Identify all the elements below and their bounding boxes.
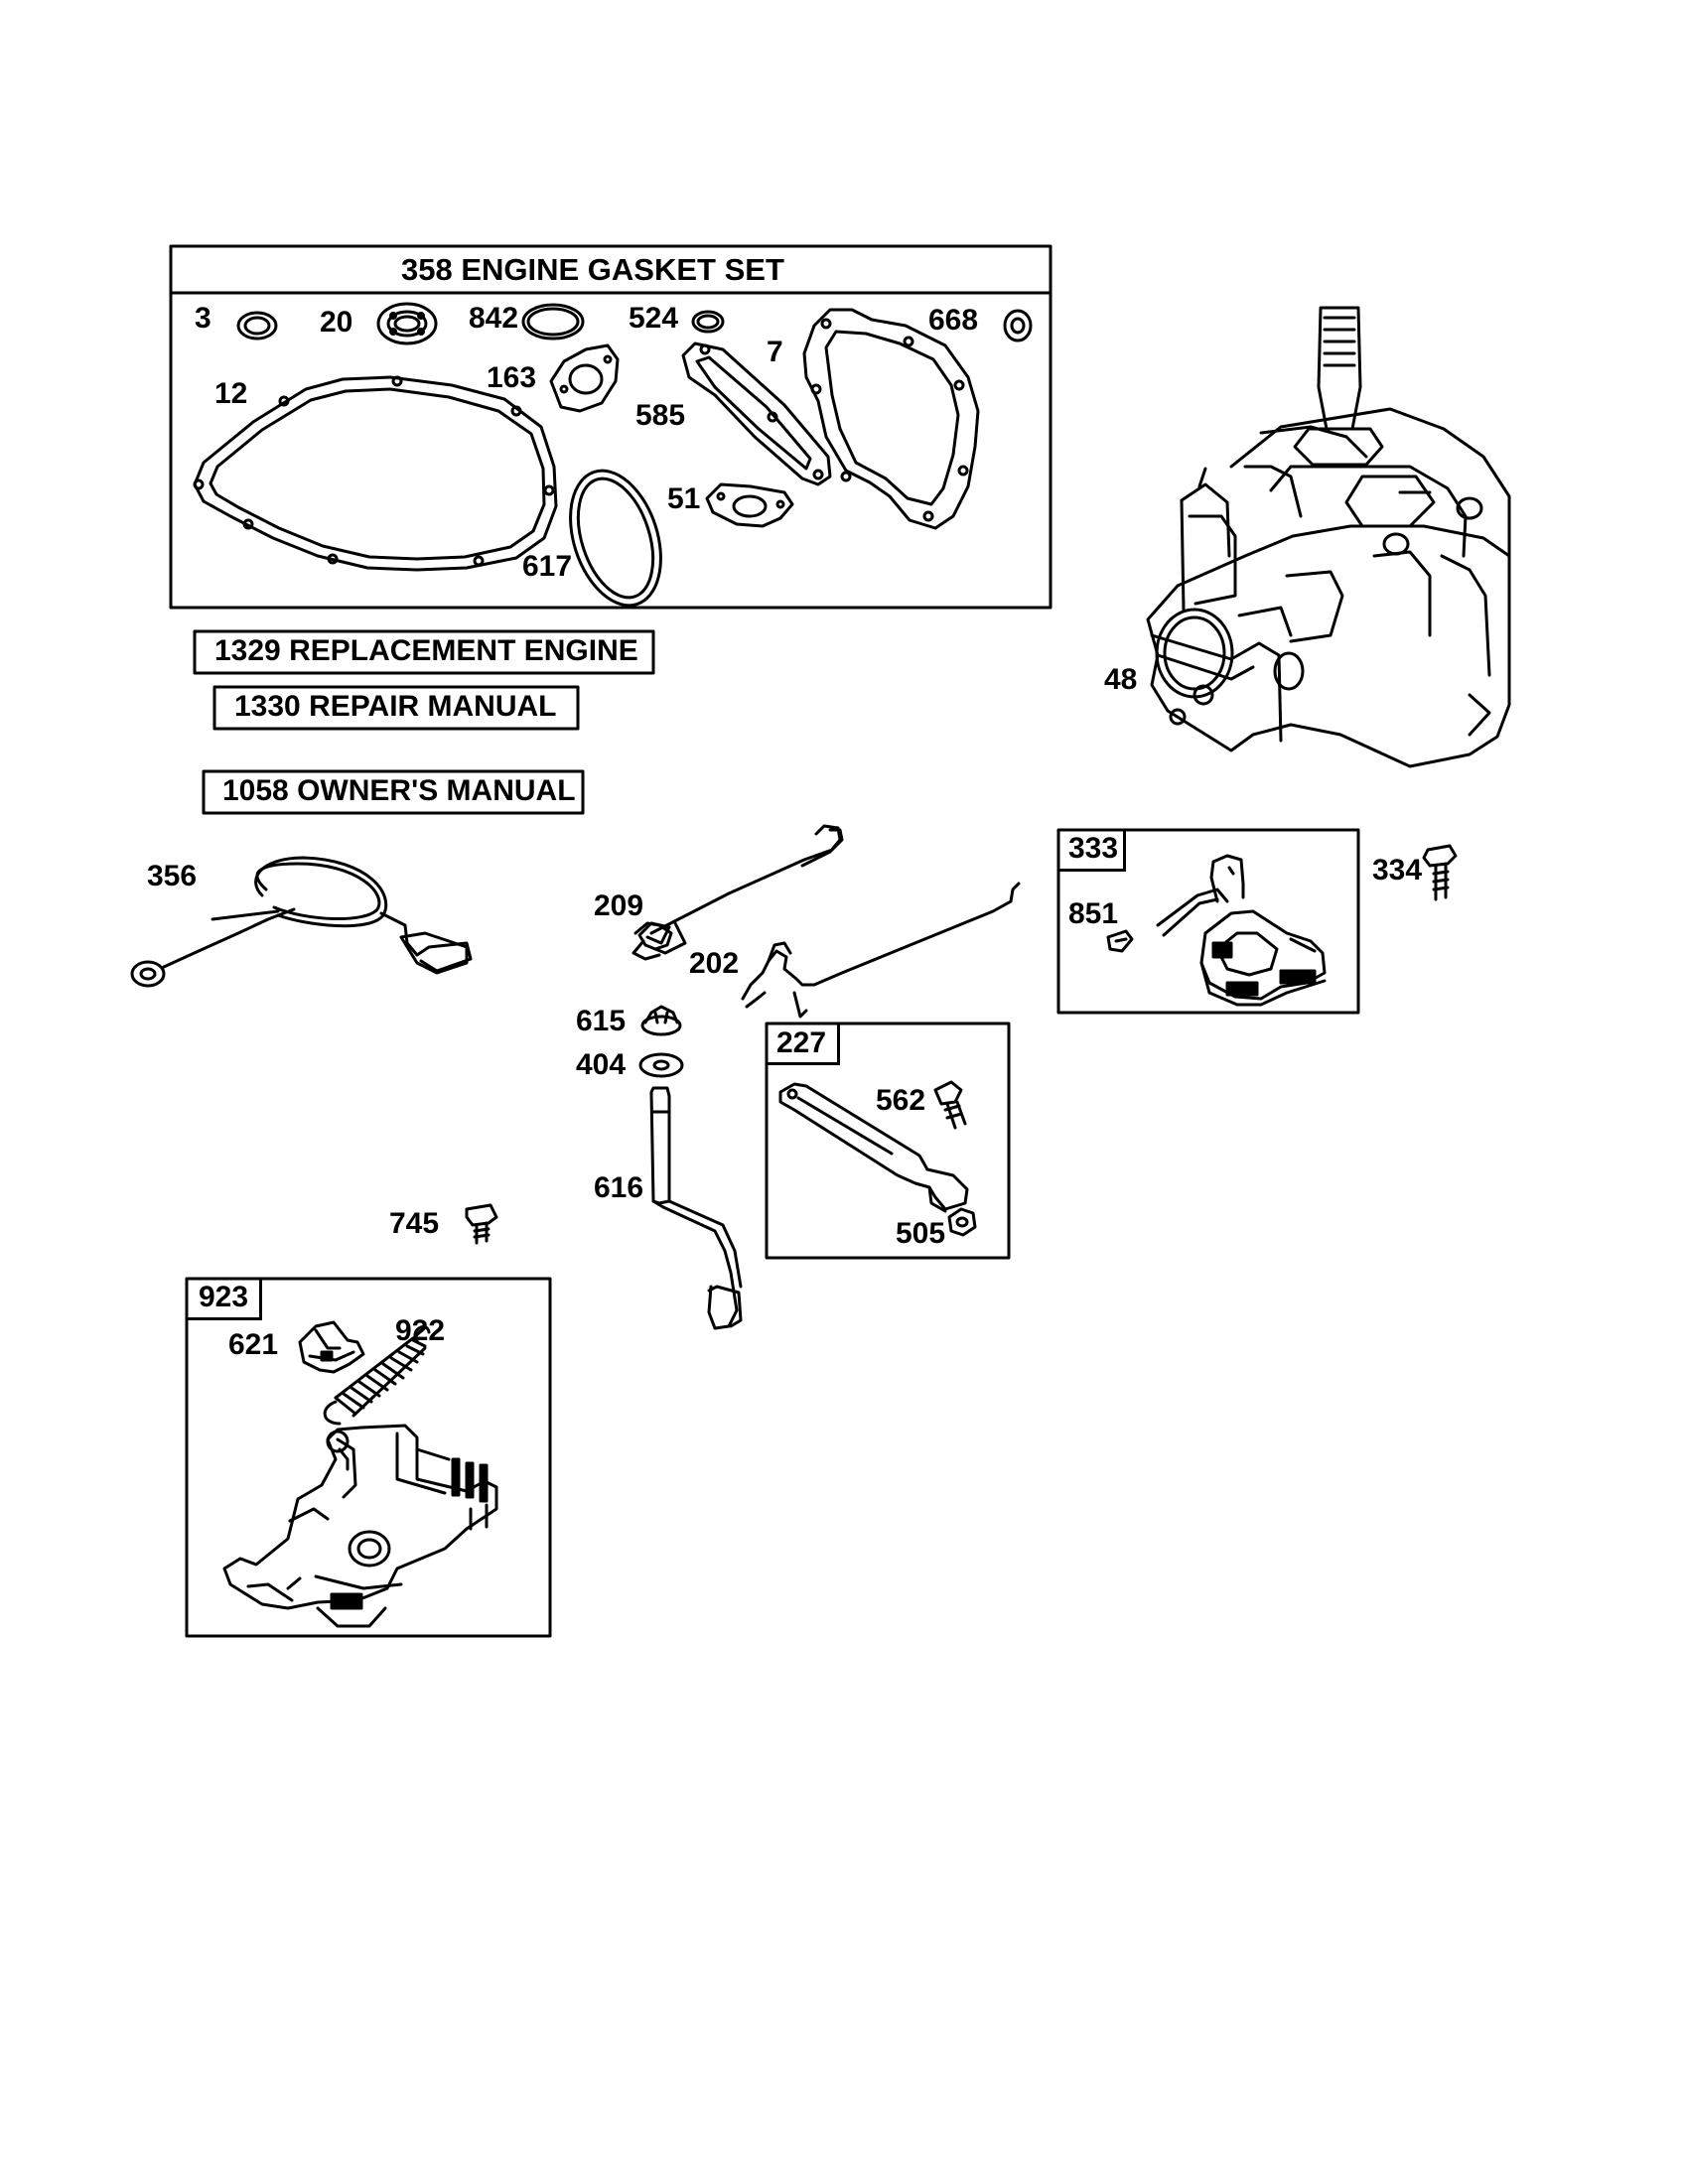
part-48-engine-block-drawing <box>1146 306 1511 768</box>
part-12-crankcase-gasket-drawing <box>193 375 558 572</box>
part-label-922: 922 <box>395 1314 446 1347</box>
part-524-o-ring-drawing <box>691 310 725 334</box>
part-333-ignition-coil-drawing <box>1156 854 1327 1007</box>
box-923-id: 923 <box>199 1281 249 1313</box>
part-404-washer-drawing <box>638 1052 684 1078</box>
part-922-spring-drawing <box>323 1325 431 1426</box>
part-585-gasket-drawing <box>681 341 832 486</box>
part-label-12: 12 <box>214 377 248 410</box>
part-621-clip-drawing <box>298 1320 365 1374</box>
box-227-frame <box>765 1022 1011 1260</box>
part-617-ring-drawing <box>569 469 662 608</box>
part-label-585: 585 <box>635 399 686 432</box>
part-227-control-bracket-drawing <box>778 1082 969 1213</box>
box-923-frame <box>185 1277 552 1638</box>
part-label-48: 48 <box>1104 663 1138 696</box>
part-668-washer-drawing <box>1003 309 1033 342</box>
part-label-621: 621 <box>228 1328 279 1361</box>
part-202-throttle-link-drawing <box>741 882 1021 1019</box>
part-label-209: 209 <box>594 889 644 922</box>
box-227-id: 227 <box>776 1026 827 1059</box>
part-label-356: 356 <box>147 860 198 892</box>
replacement-engine-tag: 1329 REPLACEMENT ENGINE <box>214 634 638 667</box>
part-label-202: 202 <box>689 947 740 980</box>
part-label-842: 842 <box>469 302 519 335</box>
part-842-o-ring-drawing <box>521 303 585 341</box>
part-3-ring-drawing <box>236 311 278 341</box>
gasket-set-title: 358 ENGINE GASKET SET <box>401 252 784 287</box>
part-209-governor-link-drawing <box>632 824 844 961</box>
part-label-616: 616 <box>594 1171 644 1204</box>
part-label-163: 163 <box>487 361 537 394</box>
part-label-851: 851 <box>1068 897 1119 930</box>
box-923-id-cell <box>187 1279 262 1320</box>
part-615-retainer-drawing <box>640 1005 682 1036</box>
part-label-745: 745 <box>389 1207 440 1240</box>
part-label-617: 617 <box>522 550 573 583</box>
part-label-7: 7 <box>767 336 783 368</box>
part-616-governor-crank-drawing <box>649 1086 743 1330</box>
part-923-governor-control-drawing <box>222 1424 498 1628</box>
part-label-524: 524 <box>629 302 679 335</box>
owners-manual-tag-frame <box>202 769 585 815</box>
part-label-404: 404 <box>576 1048 627 1081</box>
box-333-frame <box>1056 828 1360 1015</box>
owners-manual-tag: 1058 OWNER'S MANUAL <box>222 774 576 807</box>
replacement-engine-tag-frame <box>193 629 655 675</box>
part-label-334: 334 <box>1372 854 1423 887</box>
part-label-668: 668 <box>928 304 979 337</box>
part-label-615: 615 <box>576 1005 627 1037</box>
box-227-id-cell <box>767 1024 840 1065</box>
part-163-gasket-drawing <box>549 343 620 413</box>
box-333-id: 333 <box>1068 832 1119 865</box>
part-label-562: 562 <box>876 1084 926 1117</box>
part-562-screw-drawing <box>933 1080 967 1130</box>
gasket-set-frame <box>169 244 1052 610</box>
part-label-3: 3 <box>195 302 211 335</box>
part-51-gasket-drawing <box>705 482 794 528</box>
part-label-51: 51 <box>667 482 701 515</box>
part-356-ground-wire-drawing <box>130 856 473 988</box>
part-20-oil-seal-drawing <box>376 302 438 345</box>
repair-manual-tag-frame <box>212 685 580 731</box>
part-334-bolt-drawing <box>1422 844 1458 901</box>
part-7-head-gasket-drawing <box>802 308 980 530</box>
part-label-20: 20 <box>320 306 353 339</box>
repair-manual-tag: 1330 REPAIR MANUAL <box>234 690 557 723</box>
box-333-id-cell <box>1058 830 1126 872</box>
part-851-clip-drawing <box>1106 929 1134 953</box>
part-745-screw-drawing <box>465 1203 498 1245</box>
part-505-nut-drawing <box>947 1207 977 1237</box>
part-label-505: 505 <box>896 1217 946 1250</box>
